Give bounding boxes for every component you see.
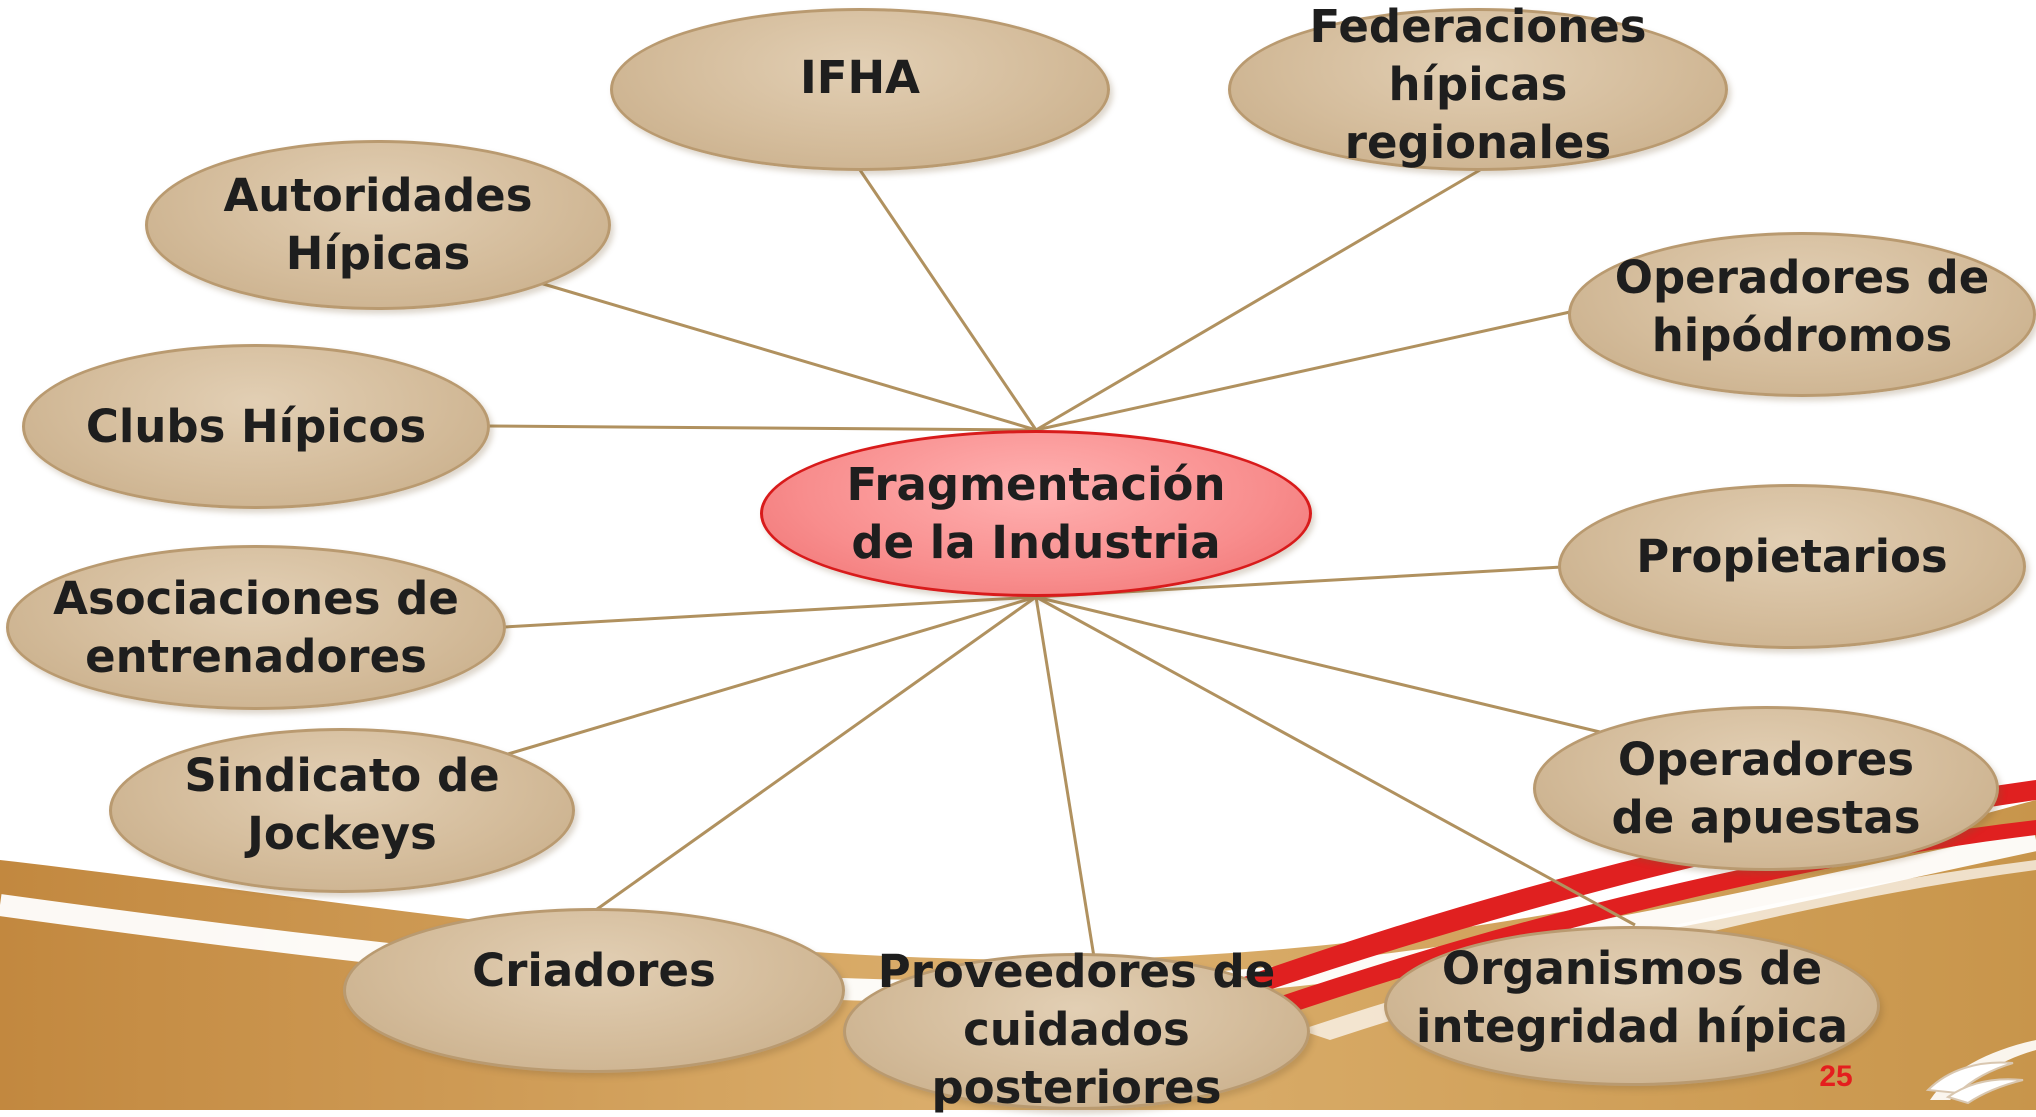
node-autoridades: Autoridades Hípicas (145, 140, 611, 310)
node-operadores-apuestas: Operadores de apuestas (1533, 706, 1999, 871)
node-operadores-hipodromos: Operadores de hipódromos (1568, 232, 2036, 397)
node-center: Fragmentación de la Industria (760, 430, 1312, 597)
connector-proveedores (1034, 596, 1096, 958)
connector-autoridades (539, 281, 1037, 432)
connector-criadores (592, 595, 1037, 914)
node-clubs-label: Clubs Hípicos (85, 399, 427, 453)
node-sindicato-label: Sindicato de Jockeys (184, 748, 500, 860)
node-federaciones: Federaciones hípicas regionales (1228, 0, 1728, 171)
node-federaciones-label: Federaciones hípicas regionales (1309, 0, 1647, 169)
connector-clubs (486, 424, 1037, 432)
connector-asociaciones (503, 595, 1037, 629)
node-ifha: IFHA (610, 8, 1110, 171)
connector-operadores-hipodromos (1035, 310, 1571, 432)
node-criadores-label: Criadores (472, 943, 716, 997)
node-center-label: Fragmentación de la Industria (846, 457, 1226, 569)
node-ifha-label: IFHA (800, 50, 920, 104)
connector-federaciones (1035, 168, 1481, 432)
node-asociaciones: Asociaciones de entrenadores (6, 545, 506, 710)
node-sindicato: Sindicato de Jockeys (109, 728, 575, 893)
node-organismos-label: Organismos de integridad hípica (1416, 942, 1848, 1053)
node-propietarios-label: Propietarios (1636, 529, 1948, 583)
logo-icon (1925, 1061, 2024, 1105)
node-propietarios: Propietarios (1558, 484, 2026, 649)
node-criadores: Criadores (343, 908, 845, 1073)
connector-ifha (858, 169, 1038, 431)
slide-number: 25 (1819, 1060, 1853, 1093)
node-clubs: Clubs Hípicos (22, 344, 490, 509)
node-organismos: Organismos de integridad hípica (1384, 926, 1880, 1086)
connector-operadores-apuestas (1035, 595, 1601, 734)
node-proveedores: Proveedores de cuidados posteriores (843, 945, 1310, 1114)
node-asociaciones-label: Asociaciones de entrenadores (53, 571, 459, 683)
node-operadores-hipodromos-label: Operadores de hipódromos (1614, 250, 1990, 362)
connector-organismos (1035, 595, 1636, 927)
connector-sindicato (507, 595, 1037, 756)
node-operadores-apuestas-label: Operadores de apuestas (1611, 732, 1921, 844)
node-autoridades-label: Autoridades Hípicas (223, 169, 533, 280)
node-proveedores-label: Proveedores de cuidados posteriores (877, 944, 1276, 1114)
